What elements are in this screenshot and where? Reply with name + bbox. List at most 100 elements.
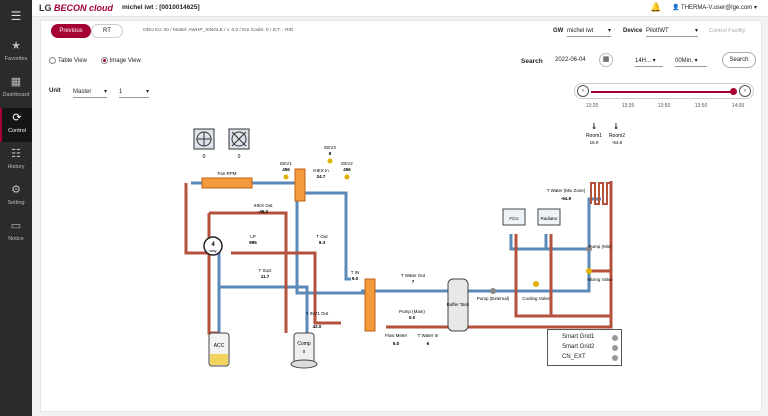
svg-text:6: 6	[427, 341, 430, 346]
svg-text:Pump (Mix): Pump (Mix)	[588, 244, 612, 249]
svg-text:-64.9: -64.9	[561, 196, 572, 201]
pipe-cold	[361, 197, 601, 293]
fan2-value: 0	[238, 154, 241, 160]
sidebar-item-dashboard[interactable]: ▦Dashboard	[0, 72, 32, 106]
thermometer-icon: 🌡	[612, 122, 620, 130]
timeline-tick: 13:50	[657, 103, 671, 109]
device-select[interactable]: PilotIWT▾	[646, 26, 698, 37]
chevron-down-icon: ▾	[607, 28, 611, 34]
smart-grid-legend: Smart Grid1 Smart Grid2 CN_EXT	[547, 329, 622, 366]
svg-text:456: 456	[282, 167, 290, 172]
system-diagram: 0 0 Fan RPM EEV1 456 IHEX In 24.7 EEV3 8…	[184, 122, 625, 369]
gear-icon: ⚙	[11, 184, 21, 196]
legend-item: Smart Grid1	[562, 334, 618, 343]
table-view-radio[interactable]: Table View	[49, 57, 87, 64]
bell-icon[interactable]: 🔔	[650, 2, 662, 12]
pipe-hot	[514, 234, 611, 318]
timeline-tick: 13:20	[585, 103, 599, 109]
gw-label: GW	[553, 28, 564, 34]
site-title: michel iwt : [0010014625]	[122, 4, 200, 11]
pipe-cold	[509, 234, 589, 251]
svg-text:T IN: T IN	[351, 270, 359, 275]
svg-text:EEV1: EEV1	[280, 161, 292, 166]
timeline-slider[interactable]: ‹ ›	[574, 83, 754, 99]
fan1-value: 0	[203, 154, 206, 160]
svg-text:Pump (Main): Pump (Main)	[399, 309, 425, 314]
search-date[interactable]: 2022-06-04	[555, 57, 586, 63]
fan-icon	[193, 128, 215, 150]
minute-select[interactable]: 00Min. ▾	[675, 55, 707, 67]
fan-icon	[228, 128, 250, 150]
hour-select[interactable]: 14H... ▾	[635, 55, 663, 67]
svg-text:LP: LP	[250, 234, 256, 239]
svg-text:T Water (Mix Zone): T Water (Mix Zone)	[547, 188, 586, 193]
sidebar-item-favorites[interactable]: ★Favorites	[0, 36, 32, 70]
buffer-tank	[447, 278, 469, 332]
svg-text:0.0: 0.0	[409, 315, 416, 320]
svg-text:IHEX Out: IHEX Out	[253, 203, 273, 208]
svg-text:24.7: 24.7	[317, 174, 326, 179]
sidebar-item-notice[interactable]: ▭Notice	[0, 216, 32, 250]
previous-button[interactable]: Previous	[51, 24, 91, 38]
device-label: Device	[623, 28, 643, 34]
floor-heating-coil	[590, 182, 611, 205]
control-facility-button[interactable]: Control Facility	[709, 28, 746, 34]
svg-text:42.0: 42.0	[313, 324, 322, 329]
calendar-icon[interactable]: ▦	[599, 53, 613, 67]
control-icon: ⟳	[12, 112, 22, 124]
timeline-next-icon[interactable]: ›	[739, 85, 751, 97]
svg-text:Buffer Tank: Buffer Tank	[447, 302, 470, 307]
ihex	[294, 168, 306, 202]
water-hex	[364, 278, 376, 332]
history-icon: ☷	[11, 148, 21, 160]
svg-text:9.0: 9.0	[352, 276, 359, 281]
svg-text:IHEX In: IHEX In	[313, 168, 329, 173]
user-icon: 👤	[672, 5, 680, 11]
compressor	[293, 332, 315, 364]
radiator	[537, 208, 561, 226]
svg-text:Pump (External): Pump (External)	[477, 296, 510, 301]
outdoor-hex	[201, 177, 253, 189]
unit-type-select[interactable]: Master▾	[73, 86, 107, 98]
legend-item: CN_EXT	[562, 354, 618, 363]
timeline-tick: 13:50	[694, 103, 708, 109]
svg-text:Flow Meter: Flow Meter	[385, 333, 408, 338]
svg-text:Radiator: Radiator	[540, 216, 558, 221]
svg-text:FCU: FCU	[509, 216, 518, 221]
svg-text:EEV3: EEV3	[324, 145, 336, 150]
timeline-prev-icon[interactable]: ‹	[577, 85, 589, 97]
timeline-track	[591, 91, 733, 93]
user-menu[interactable]: 👤 THERMA-V.user@lge.com ▾	[672, 5, 757, 11]
main-panel: Previous RT ODU Ko: 00 / Model: AWHP_SIN…	[40, 20, 762, 412]
view-toggle: Table View Image View	[49, 57, 141, 64]
svg-text:Mixing Valve: Mixing Valve	[587, 277, 613, 282]
svg-text:895: 895	[249, 240, 257, 245]
svg-text:Room1: Room1	[586, 133, 602, 139]
search-button[interactable]: Search	[722, 52, 756, 68]
sidebar-item-setting[interactable]: ⚙Setting	[0, 180, 32, 214]
rt-button[interactable]: RT	[91, 24, 123, 38]
svg-text:T Water In: T Water In	[418, 333, 439, 338]
top-bar: LG BECON cloud michel iwt : [0010014625]…	[32, 0, 768, 17]
sidebar-item-history[interactable]: ☷History	[0, 144, 32, 178]
pipe-hot	[209, 211, 288, 333]
menu-icon[interactable]: ☰	[10, 9, 22, 23]
dashboard-icon: ▦	[10, 76, 22, 88]
unit-index-select[interactable]: 1▾	[119, 86, 149, 98]
svg-text:9.3: 9.3	[319, 240, 326, 245]
pipe-hot	[184, 183, 209, 255]
fan-rpm-label: Fan RPM	[217, 171, 236, 176]
timeline-handle[interactable]	[729, 88, 737, 95]
svg-text:11.7: 11.7	[261, 274, 270, 279]
image-view-radio[interactable]: Image View	[100, 57, 141, 64]
search-label: Search	[521, 58, 543, 65]
svg-text:Comp: Comp	[297, 341, 311, 347]
svg-text:Cooling Valve: Cooling Valve	[522, 296, 550, 301]
svg-text:7: 7	[412, 279, 415, 284]
svg-text:T Suct: T Suct	[259, 268, 273, 273]
timeline-tick: 14:00	[731, 103, 745, 109]
gw-select[interactable]: michel iwt▾	[567, 26, 611, 37]
sidebar-item-control[interactable]: ⟳Control	[0, 108, 32, 142]
svg-text:-64.6: -64.6	[612, 140, 623, 145]
